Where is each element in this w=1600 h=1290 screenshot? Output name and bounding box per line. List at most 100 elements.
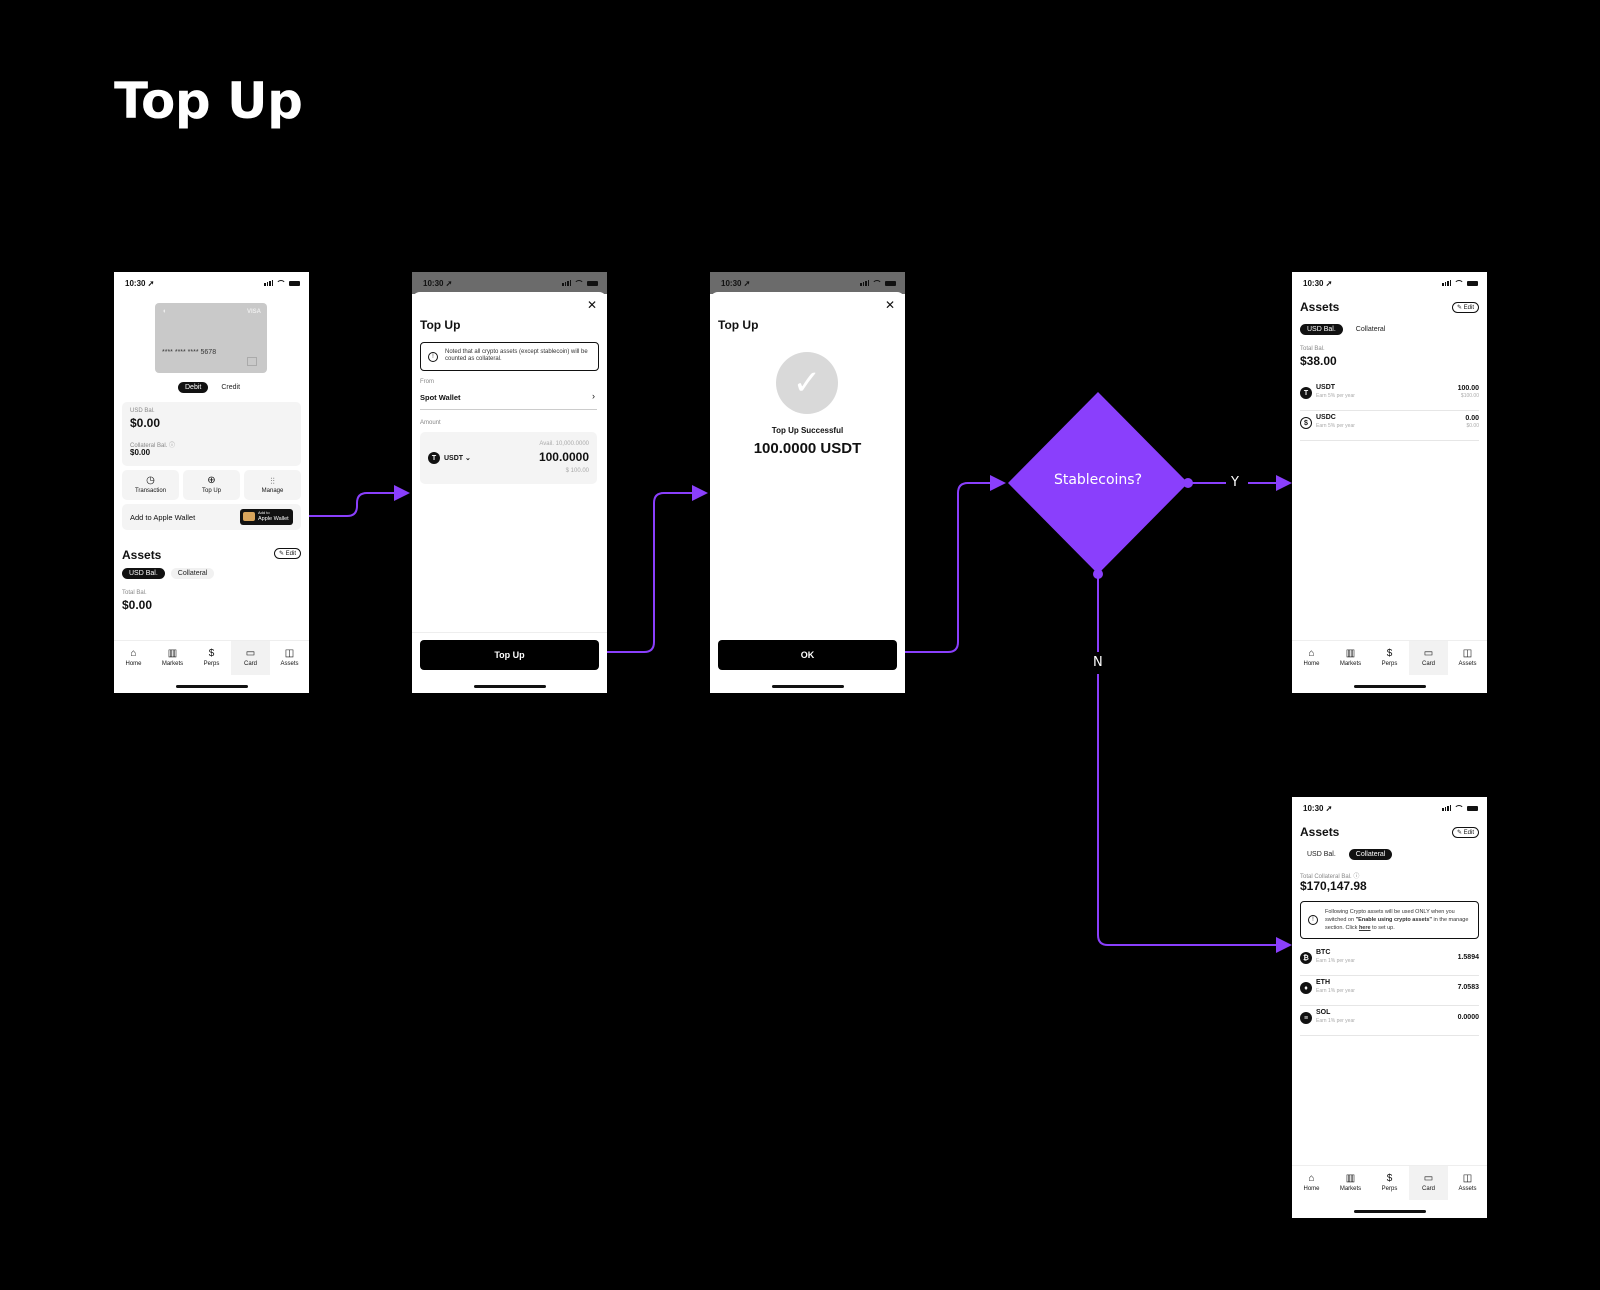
dollar-icon: $ (1386, 1173, 1393, 1184)
wallet-icon: ◫ (284, 648, 295, 659)
manage-label: Manage (261, 488, 284, 494)
asset-row-sol[interactable]: ≡ SOL Earn 1% per year 0.0000 (1300, 1007, 1479, 1036)
from-label: From (420, 379, 434, 385)
here-link[interactable]: here (1358, 925, 1371, 931)
total-bal-value: $0.00 (122, 598, 153, 612)
screen-top-up-success: 10:30 ➚ ✕ Top Up ✓ Top Up Successful 100… (710, 272, 905, 693)
success-message: Top Up Successful (771, 426, 844, 435)
tab-assets[interactable]: ◫Assets (1458, 648, 1477, 668)
tab-markets[interactable]: ▥Markets (1339, 648, 1362, 668)
status-bar: 10:30 ➚ (114, 272, 309, 294)
asset-row-eth[interactable]: ♦ ETH Earn 1% per year 7.0583 (1300, 977, 1479, 1006)
virtual-card[interactable]: ◖ VISA **** **** **** 5678 (155, 303, 267, 373)
sliders-icon: ⫶⫶ (270, 476, 275, 486)
amount-label: Amount (420, 420, 441, 426)
home-indicator (1354, 1210, 1426, 1213)
assets-title: Assets (122, 548, 162, 562)
screen-assets-collateral: 10:30 ➚ Assets ✎ Edit USD Bal. Collatera… (1292, 797, 1487, 1218)
bar-chart-icon: ▥ (1345, 648, 1356, 659)
from-value: Spot Wallet (420, 393, 461, 402)
card-chip-icon (247, 357, 257, 366)
toggle-credit[interactable]: Credit (221, 384, 241, 391)
apple-wallet-small: Add to (258, 510, 270, 515)
close-icon[interactable]: ✕ (884, 298, 895, 312)
collateral-label: Collateral Bal. ⓘ (130, 443, 176, 449)
balance-card: USD Bal. $0.00 Collateral Bal. ⓘ $0.00 (122, 402, 301, 466)
tab-usd-bal[interactable]: USD Bal. (122, 568, 165, 579)
tab-home[interactable]: ⌂Home (125, 648, 142, 668)
transaction-button[interactable]: ◷ Transaction (122, 470, 179, 500)
tab-collateral[interactable]: Collateral (1348, 849, 1393, 860)
bar-chart-icon: ▥ (1345, 1173, 1356, 1184)
tab-bar: ⌂Home ▥Markets $Perps ▭Card ◫Assets (114, 640, 309, 675)
top-up-label: Top Up (201, 488, 221, 494)
tab-collateral[interactable]: Collateral (170, 568, 215, 579)
asset-row-usdc[interactable]: $ USDC Earn 5% per year 0.00 $0.00 (1300, 412, 1479, 441)
collateral-notice: ! Noted that all crypto assets (except s… (420, 342, 599, 371)
chevron-down-icon: ⌄ (465, 455, 471, 462)
card-number: **** **** **** 5678 (162, 349, 217, 356)
tab-perps[interactable]: $Perps (1381, 1173, 1398, 1193)
screen-top-up-form: 10:30 ➚ ✕ Top Up ! Noted that all crypto… (412, 272, 607, 693)
tab-markets[interactable]: ▥Markets (161, 648, 184, 668)
collateral-value: $0.00 (130, 448, 151, 457)
tab-perps[interactable]: $Perps (1381, 648, 1398, 668)
home-indicator (772, 685, 844, 688)
crypto-collateral-notice: ! Following Crypto assets will be used O… (1300, 901, 1479, 939)
asset-row-btc[interactable]: ₿ BTC Earn 1% per year 1.5894 (1300, 947, 1479, 976)
no-label: N (1093, 655, 1103, 670)
home-icon: ⌂ (1308, 648, 1315, 659)
bottom-sheet: ✕ Top Up ! Noted that all crypto assets … (412, 292, 607, 693)
sheet-title: Top Up (420, 318, 461, 332)
tab-home[interactable]: ⌂Home (1303, 1173, 1320, 1193)
tab-perps[interactable]: $Perps (203, 648, 220, 668)
ok-button[interactable]: OK (718, 640, 897, 670)
amount-box: T USDT ⌄ Avail. 10,000.0000 100.0000 $ 1… (420, 432, 597, 484)
success-amount: 100.0000 USDT (753, 440, 862, 457)
edit-button[interactable]: ✎ Edit (273, 548, 301, 559)
tab-usd-bal[interactable]: USD Bal. (1307, 851, 1336, 858)
asset-row-usdt[interactable]: T USDT Earn 5% per year 100.00 $100.00 (1300, 382, 1479, 411)
screen-card-home: 10:30 ➚ ◖ VISA **** **** **** 5678 Debit… (114, 272, 309, 693)
home-indicator (176, 685, 248, 688)
amount-usd: $ 100.00 (565, 468, 589, 474)
tab-assets[interactable]: ◫Assets (1458, 1173, 1477, 1193)
connector-screen3-to-decision (891, 475, 1006, 657)
tab-card[interactable]: ▭Card (1409, 1166, 1448, 1200)
home-indicator (474, 685, 546, 688)
card-brand: VISA (246, 309, 261, 315)
tab-usd-bal[interactable]: USD Bal. (1300, 324, 1343, 335)
toggle-debit[interactable]: Debit (178, 382, 209, 393)
tab-bar: ⌂Home ▥Markets $Perps ▭Card ◫Assets (1292, 640, 1487, 675)
tab-markets[interactable]: ▥Markets (1339, 1173, 1362, 1193)
bottom-sheet: ✕ Top Up ✓ Top Up Successful 100.0000 US… (710, 292, 905, 693)
from-selector[interactable]: Spot Wallet › (420, 389, 597, 410)
tab-assets[interactable]: ◫Assets (280, 648, 299, 668)
tab-home[interactable]: ⌂Home (1303, 648, 1320, 668)
eth-icon: ♦ (1300, 982, 1312, 994)
dimmed-status-bar: 10:30 ➚ (412, 272, 607, 294)
bar-chart-icon: ▥ (167, 648, 178, 659)
top-up-button[interactable]: ⊕ Top Up (183, 470, 240, 500)
amount-input[interactable]: 100.0000 (538, 450, 589, 464)
edit-button[interactable]: ✎ Edit (1451, 827, 1479, 838)
assets-title: Assets (1300, 825, 1340, 839)
tab-card[interactable]: ▭Card (231, 641, 270, 675)
total-bal-label: Total Bal. (1300, 346, 1325, 352)
top-up-submit-button[interactable]: Top Up (420, 640, 599, 670)
card-icon: ▭ (1423, 648, 1434, 659)
tab-collateral[interactable]: Collateral (1355, 326, 1386, 333)
add-to-apple-wallet-button[interactable]: Add to Apple Wallet (240, 509, 293, 525)
decision-label: Stablecoins? (1053, 472, 1143, 488)
close-icon[interactable]: ✕ (586, 298, 597, 312)
manage-button[interactable]: ⫶⫶ Manage (244, 470, 301, 500)
dollar-icon: $ (208, 648, 215, 659)
page-title: Top Up (114, 72, 303, 130)
coin-selector[interactable]: USDT ⌄ (444, 455, 471, 462)
battery-icon (289, 280, 300, 286)
usdt-icon: T (1300, 387, 1312, 399)
tab-card[interactable]: ▭Card (1409, 641, 1448, 675)
edit-button[interactable]: ✎ Edit (1451, 302, 1479, 313)
yes-label: Y (1231, 475, 1239, 490)
wallet-icon: ◫ (1462, 648, 1473, 659)
